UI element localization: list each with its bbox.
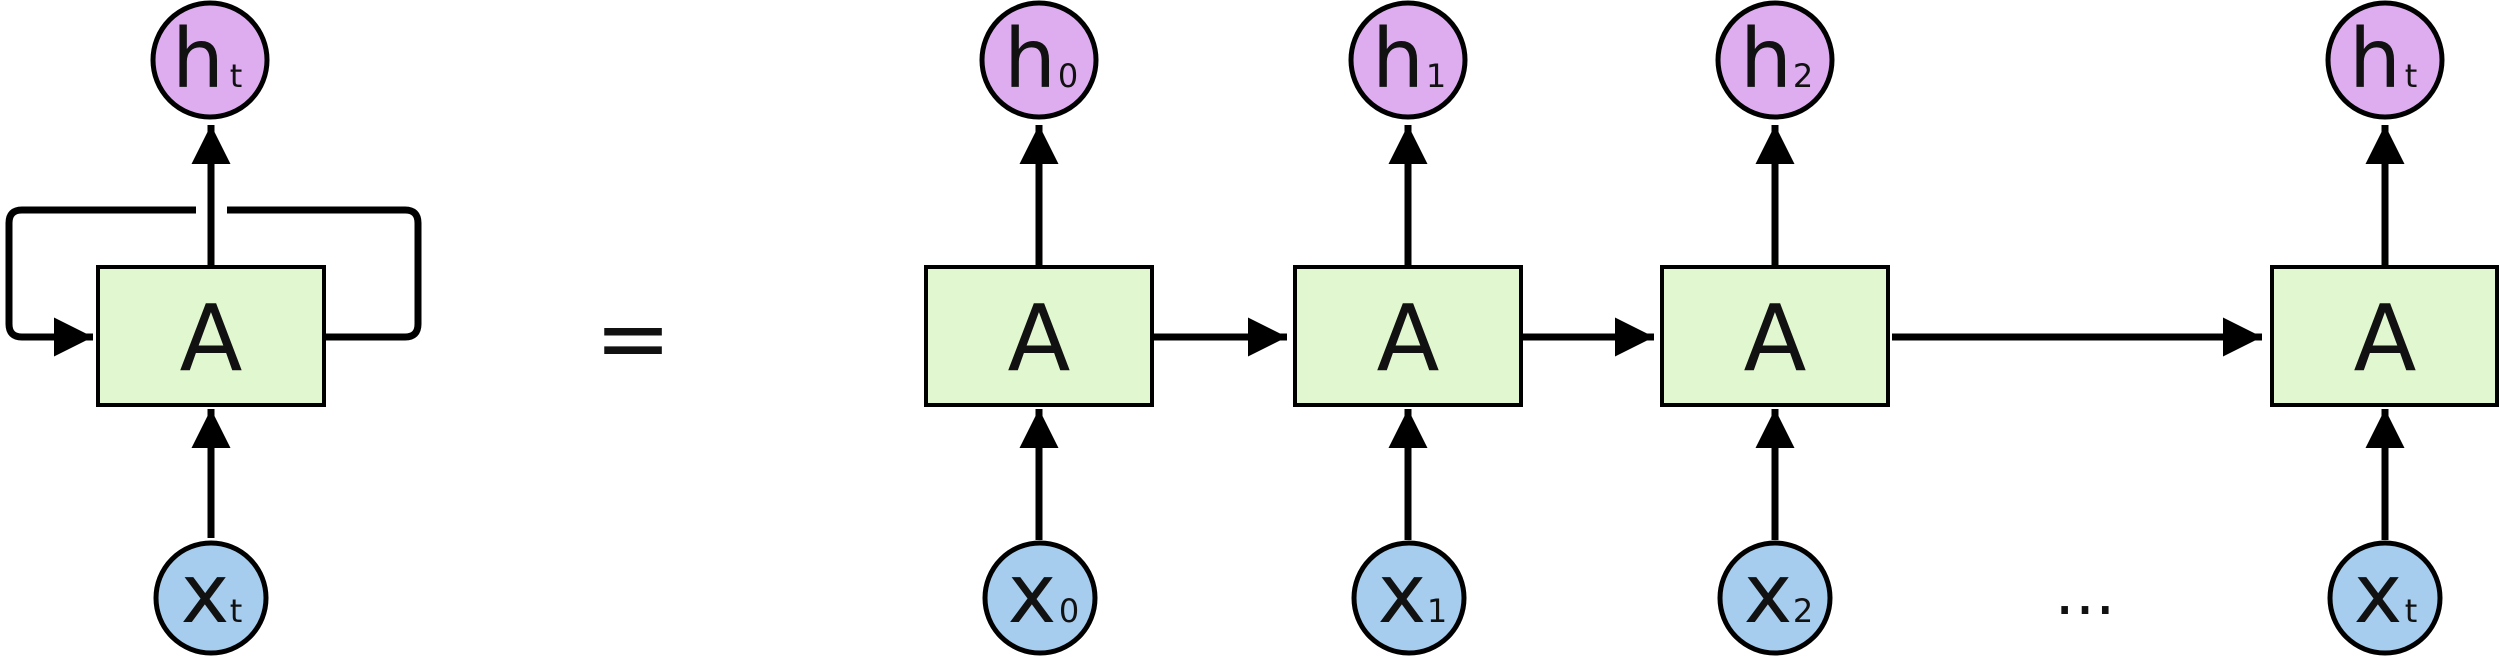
equals-sign: =	[594, 285, 671, 392]
cell-0-box	[924, 265, 1154, 407]
folded-box-label: A	[180, 285, 243, 392]
unrolled-cell-2: A h 2 x 2	[1660, 0, 1890, 656]
cell-t-input-subscript: t	[2405, 592, 2418, 630]
cell-1-hidden-node	[1348, 0, 1468, 120]
cell-t-box	[2270, 265, 2499, 407]
cell-2-input-subscript: 2	[1793, 592, 1813, 630]
cell-1-input-subscript: 1	[1427, 592, 1447, 630]
cell-2-hidden-label: h	[1740, 12, 1792, 107]
cell-1-hidden-label: h	[1372, 12, 1424, 107]
cell-1-box	[1293, 265, 1523, 407]
unrolled-cell-t: A h t x t	[2270, 0, 2499, 656]
cell-t-hidden-label: h	[2349, 12, 2401, 107]
cell-1-input-label: x	[1378, 547, 1427, 642]
cell-t-input-label: x	[2354, 547, 2403, 642]
cell-1-input-node	[1351, 540, 1467, 656]
cell-t-hidden-node	[2325, 0, 2445, 120]
cell-0-hidden-label: h	[1004, 12, 1056, 107]
cell-t-box-label: A	[2354, 285, 2417, 392]
sequence-ellipsis: ...	[2054, 556, 2115, 630]
cell-2-input-label: x	[1744, 547, 1793, 642]
cell-2-box-label: A	[1744, 285, 1807, 392]
folded-rnn: A h t x t	[5, 0, 422, 656]
cell-2-input-node	[1717, 540, 1833, 656]
folded-input-subscript: t	[230, 592, 243, 630]
unrolled-cell-1: A h 1 x 1	[1293, 0, 1523, 656]
cell-t-hidden-subscript: t	[2405, 57, 2418, 95]
cell-2-hidden-node	[1715, 0, 1835, 120]
cell-1-box-label: A	[1377, 285, 1440, 392]
cell-2-hidden-subscript: 2	[1793, 57, 1813, 95]
cell-0-input-label: x	[1008, 547, 1057, 642]
cell-2-box	[1660, 265, 1890, 407]
cell-0-hidden-node	[979, 0, 1099, 120]
cell-1-hidden-subscript: 1	[1426, 57, 1446, 95]
cell-0-box-label: A	[1008, 285, 1071, 392]
cell-t-input-node	[2327, 540, 2443, 656]
unrolled-rnn: A h 0 x 0 A h 1 x 1 A h	[924, 0, 2499, 656]
folded-input-label: x	[181, 547, 230, 642]
cell-0-input-subscript: 0	[1059, 592, 1079, 630]
unrolled-cell-0: A h 0 x 0	[924, 0, 1154, 656]
cell-0-hidden-subscript: 0	[1058, 57, 1078, 95]
folded-hidden-label: h	[172, 12, 224, 107]
folded-input-node	[153, 540, 269, 656]
folded-hidden-node	[150, 0, 270, 120]
folded-recurrent-loop-arrow	[5, 206, 422, 337]
cell-0-input-node	[982, 540, 1098, 656]
folded-rnn-box	[96, 265, 326, 407]
folded-hidden-subscript: t	[230, 57, 243, 95]
